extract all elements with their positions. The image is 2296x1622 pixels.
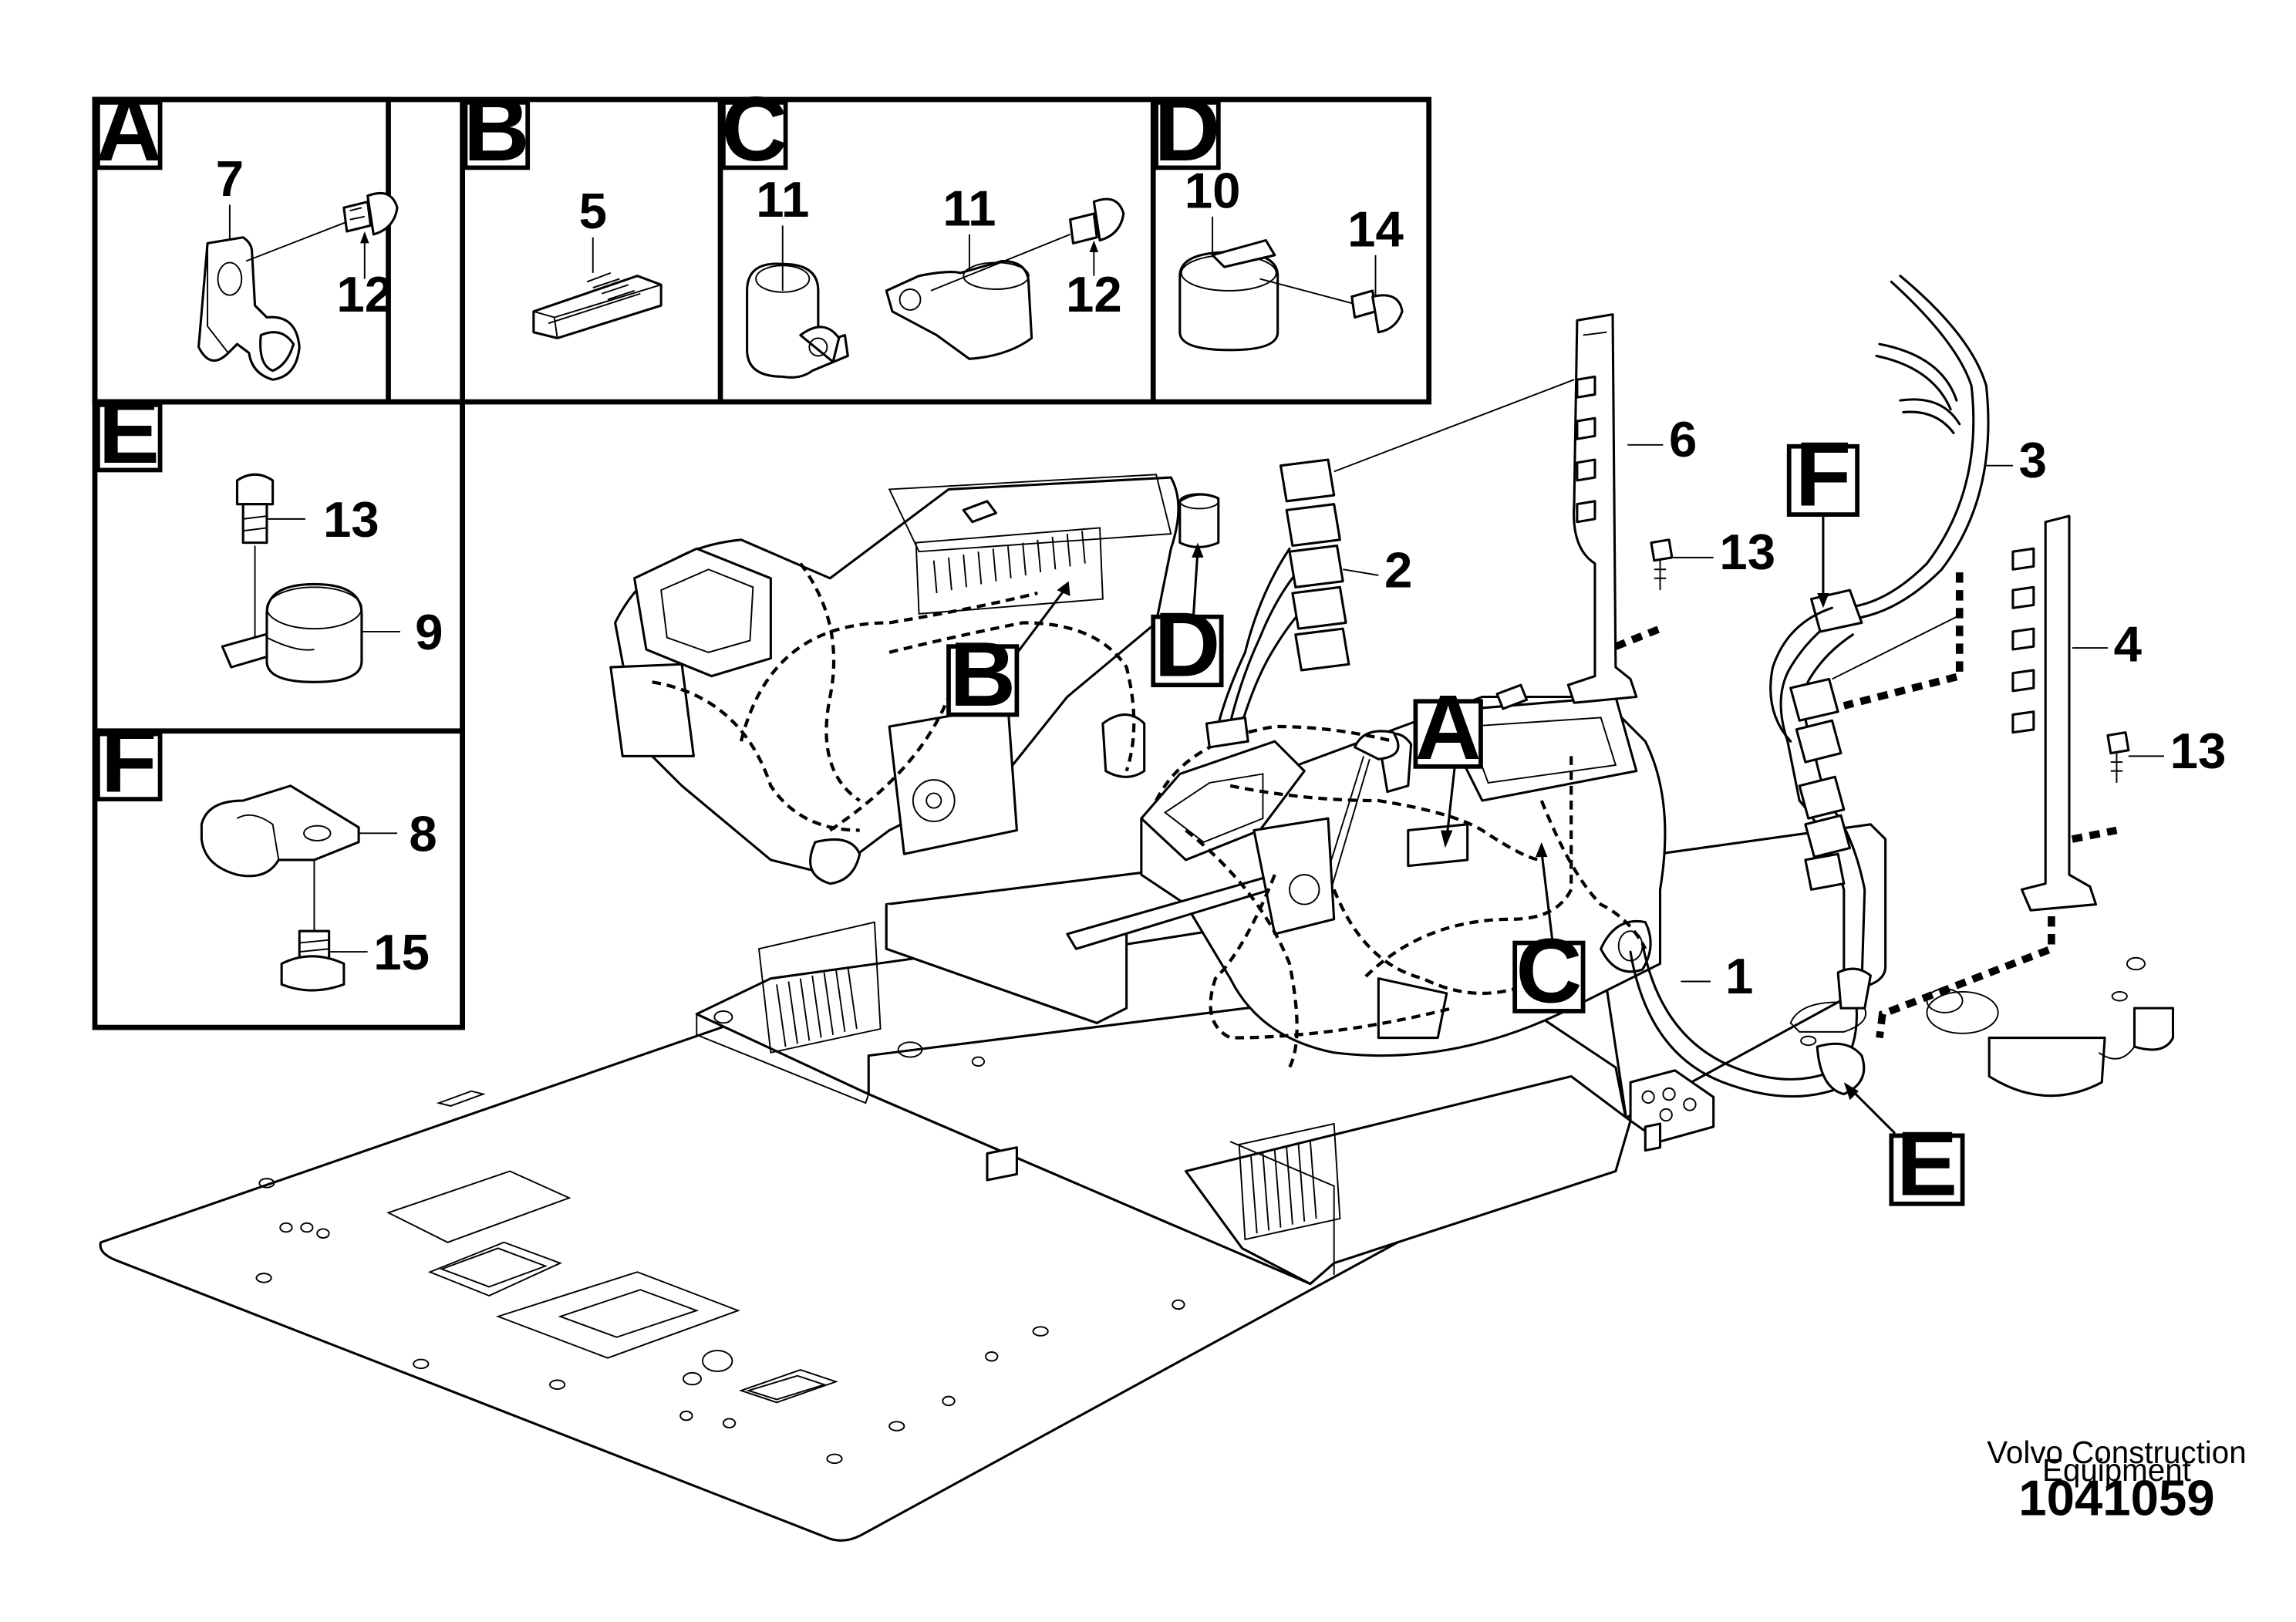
detail-panel-D: D 10 14 [1154,78,1404,352]
company-name-line2: Equipment [2042,1452,2191,1488]
document-number: 1041059 [2018,1469,2214,1526]
detail-panel-F: F 8 15 [95,710,437,992]
svg-text:5: 5 [579,183,607,239]
svg-text:E: E [98,380,159,483]
callout-pointers [1010,511,1896,1135]
footer: Volvo Construction Equipment 1041059 [1987,1435,2246,1526]
detail-panel-A: A 7 12 [95,78,399,381]
part-number-2: 2 [1384,541,1412,598]
clip-d-main [1178,493,1220,548]
part-number-13: 13 [2170,723,2227,779]
svg-text:F: F [101,710,157,812]
callout-box-C: C [1512,919,1586,1022]
company-name-line1: Volvo Construction [1987,1435,2246,1470]
right-console [1066,683,1667,1068]
part-number-3: 3 [2019,432,2047,488]
svg-text:B: B [949,623,1016,726]
part-number-4: 4 [2114,615,2142,672]
callout-box-B: B [946,623,1020,726]
svg-text:13: 13 [323,491,379,548]
bracket-4 [1843,514,2118,1039]
svg-text:C: C [1515,919,1582,1022]
detail-panel-B: B 5 [463,78,663,339]
svg-text:11: 11 [756,171,809,228]
svg-text:B: B [464,78,530,180]
svg-text:D: D [1154,594,1220,696]
svg-text:12: 12 [1066,266,1122,322]
svg-text:15: 15 [373,924,430,980]
harness-cables [1205,275,1990,1098]
part-number-6: 6 [1669,411,1697,467]
callout-box-E: E [1889,1112,1965,1215]
svg-text:14: 14 [1347,201,1404,257]
leader-lines [1333,379,2164,983]
callout-box-A: A [1413,676,1483,779]
detail-panel-C: C 11 11 12 [720,78,1125,379]
callout-box-F: F [1786,423,1860,526]
part-number-13: 13 [1719,524,1775,580]
svg-text:11: 11 [942,180,996,236]
svg-text:D: D [1154,78,1220,180]
svg-text:E: E [1896,1112,1957,1215]
svg-text:9: 9 [415,604,443,660]
bolts-13-main [1650,538,2130,783]
svg-text:F: F [1795,423,1852,526]
part-number-1: 1 [1725,948,1753,1004]
svg-text:7: 7 [216,150,244,207]
svg-text:A: A [1415,676,1482,779]
svg-text:8: 8 [409,805,437,862]
svg-text:A: A [96,78,162,180]
callout-box-D: D [1151,594,1224,696]
bracket-6 [1566,313,1662,704]
svg-text:12: 12 [336,266,393,322]
svg-text:C: C [721,78,787,180]
svg-text:10: 10 [1185,162,1241,218]
detail-panel-E: E 13 9 [95,380,443,683]
